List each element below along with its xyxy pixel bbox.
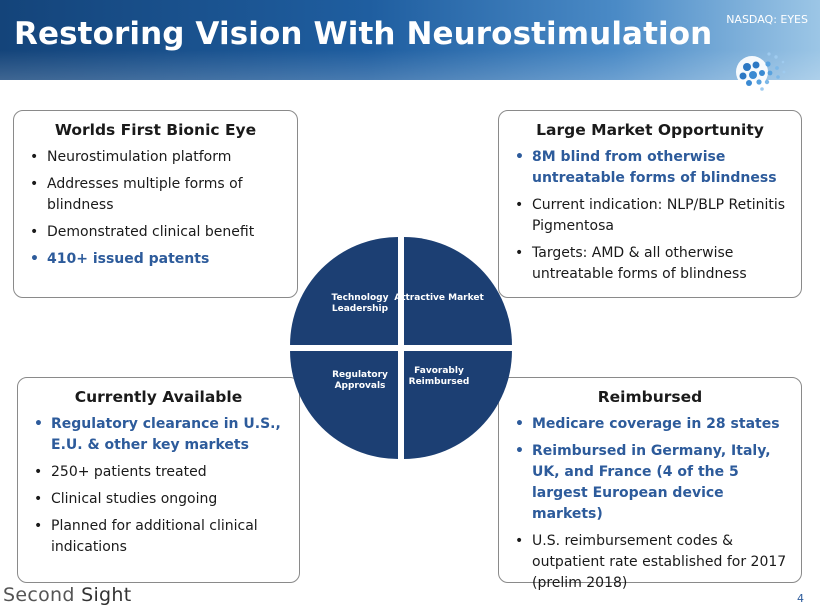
- quadrant-market: [404, 237, 512, 345]
- ticker-symbol: NASDAQ: EYES: [726, 13, 808, 26]
- bullet-item: Medicare coverage in 28 states: [513, 414, 793, 435]
- brand-word-second: Second: [3, 584, 75, 606]
- bullet-item: 410+ issued patents: [28, 249, 289, 270]
- title-banner: Restoring Vision With Neurostimulation N…: [0, 0, 820, 80]
- bullet-item: Demonstrated clinical benefit: [28, 222, 289, 243]
- bullet-item: Current indication: NLP/BLP Retinitis Pi…: [513, 195, 793, 237]
- slide-title: Restoring Vision With Neurostimulation: [14, 16, 713, 52]
- currently-available-box: Currently Available Regulatory clearance…: [17, 377, 300, 583]
- bullet-item: Neurostimulation platform: [28, 147, 289, 168]
- bullet-list: Medicare coverage in 28 statesReimbursed…: [499, 414, 801, 594]
- box-title: Reimbursed: [597, 388, 703, 406]
- quadrant-label-regulatory: Regulatory Approvals: [332, 370, 388, 391]
- bullet-item: Regulatory clearance in U.S., E.U. & oth…: [32, 414, 291, 456]
- page-number: 4: [797, 592, 804, 605]
- market-opportunity-box: Large Market Opportunity 8M blind from o…: [498, 110, 802, 298]
- box-title: Currently Available: [74, 388, 243, 406]
- quadrant-label-technology: Technology Leadership: [331, 293, 389, 314]
- quadrant-label-reimbursed: Favorably Reimbursed: [408, 366, 470, 387]
- quadrant-technology: [290, 237, 398, 345]
- dotted-globe-logo-icon: [736, 52, 786, 91]
- brand-word-sight: Sight: [81, 584, 132, 606]
- bionic-eye-box: Worlds First Bionic Eye Neurostimulation…: [13, 110, 298, 298]
- bullet-item: 8M blind from otherwise untreatable form…: [513, 147, 793, 189]
- bullet-item: Planned for additional clinical indicati…: [32, 516, 291, 558]
- bullet-list: Regulatory clearance in U.S., E.U. & oth…: [18, 414, 299, 558]
- bullet-item: U.S. reimbursement codes & outpatient ra…: [513, 531, 793, 594]
- quadrant-reimbursed: [404, 351, 512, 459]
- bullet-item: Clinical studies ongoing: [32, 489, 291, 510]
- bullet-item: 250+ patients treated: [32, 462, 291, 483]
- bullet-list: Neurostimulation platformAddresses multi…: [14, 147, 297, 270]
- box-title: Worlds First Bionic Eye: [54, 121, 257, 139]
- quadrant-circle: Technology Leadership Attractive Market …: [290, 237, 512, 459]
- quadrant-regulatory: [290, 351, 398, 459]
- second-sight-logo: Second Sight: [3, 584, 131, 606]
- quadrant-circle-graphic: [290, 237, 512, 459]
- quadrant-label-market: Attractive Market: [394, 293, 484, 303]
- reimbursed-box: Reimbursed Medicare coverage in 28 state…: [498, 377, 802, 591]
- bullet-list: 8M blind from otherwise untreatable form…: [499, 147, 801, 285]
- bullet-item: Addresses multiple forms of blindness: [28, 174, 289, 216]
- box-title: Large Market Opportunity: [536, 121, 764, 139]
- bullet-item: Reimbursed in Germany, Italy, UK, and Fr…: [513, 441, 793, 525]
- bullet-item: Targets: AMD & all otherwise untreatable…: [513, 243, 793, 285]
